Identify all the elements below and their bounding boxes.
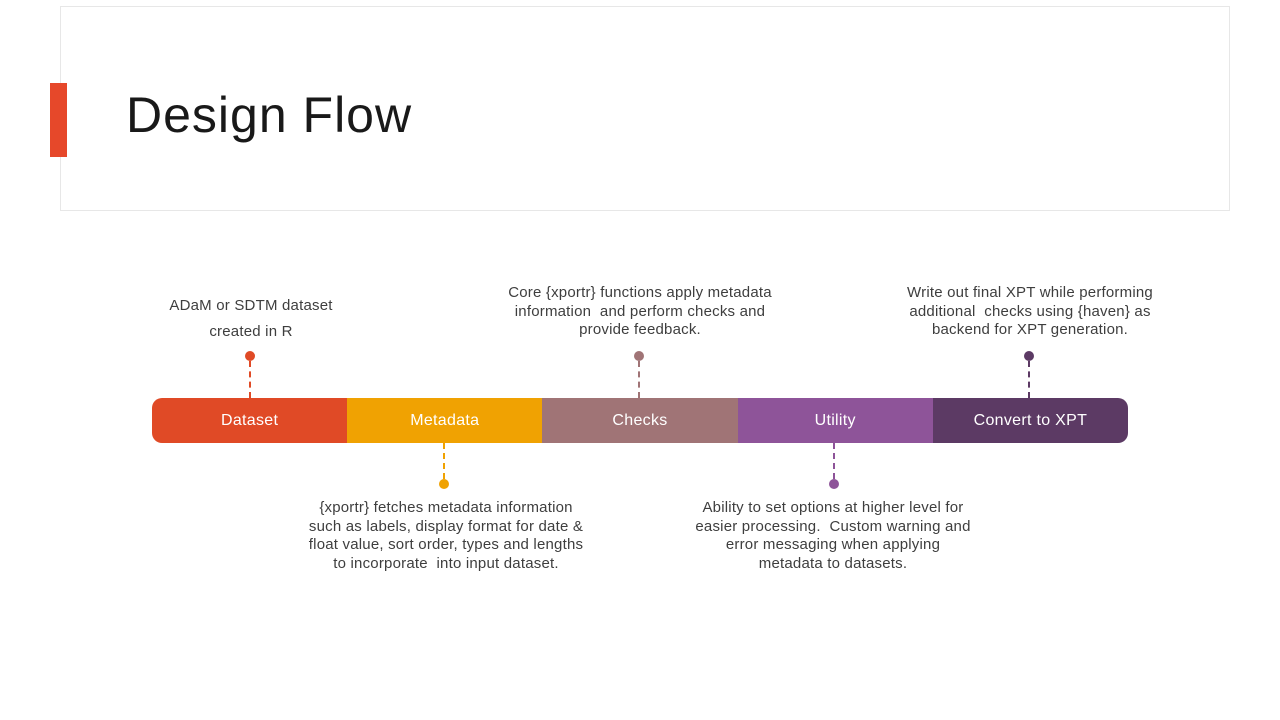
annotation-line: Write out final XPT while performing (907, 284, 1153, 301)
annotation-dataset: ADaM or SDTM dataset created in R (116, 293, 386, 345)
annotation-convert-to-xpt: Write out final XPT while performing add… (863, 284, 1197, 340)
annotation-line: such as labels, display format for date … (308, 517, 584, 535)
connector-dot-metadata (439, 479, 449, 489)
annotation-line: provide feedback. (579, 321, 701, 339)
annotation-checks: Core {xportr} functions apply metadata i… (468, 284, 812, 340)
annotation-utility: Ability to set options at higher level f… (663, 499, 1003, 573)
connector-line-convert-to-xpt (1028, 361, 1030, 398)
annotation-line: float value, sort order, types and lengt… (308, 536, 584, 554)
annotation-line: Ability to set options at higher level f… (702, 499, 964, 516)
flow-segment-label: Utility (814, 411, 856, 429)
annotation-line: created in R (209, 323, 293, 340)
title-box (60, 6, 1230, 211)
flow-segment-label: Checks (612, 411, 668, 429)
flow-segment-label: Convert to XPT (973, 411, 1088, 429)
connector-line-dataset (249, 361, 251, 398)
page-title: Design Flow (126, 87, 413, 143)
connector-line-checks (638, 361, 640, 398)
connector-line-metadata (443, 443, 445, 479)
connector-dot-dataset (245, 351, 255, 361)
annotation-line: Core {xportr} functions apply metadata (508, 284, 772, 301)
annotation-line: {xportr} fetches metadata information (319, 499, 573, 516)
flow-segment-utility: Utility (737, 398, 933, 443)
title-accent-bar (50, 83, 67, 157)
annotation-metadata: {xportr} fetches metadata information su… (279, 499, 613, 573)
flow-segment-label: Dataset (220, 411, 279, 429)
annotation-line: ADaM or SDTM dataset (169, 297, 333, 314)
connector-dot-convert-to-xpt (1024, 351, 1034, 361)
connector-dot-checks (634, 351, 644, 361)
annotation-line: additional checks using {haven} as (909, 302, 1151, 320)
annotation-line: error messaging when applying (725, 536, 941, 554)
process-flow-bar: Dataset Metadata Checks Utility Convert … (152, 398, 1128, 443)
connector-dot-utility (829, 479, 839, 489)
flow-segment-checks: Checks (542, 398, 738, 443)
annotation-line: information and perform checks and (514, 302, 766, 320)
flow-segment-label: Metadata (410, 411, 480, 429)
flow-segment-metadata: Metadata (347, 398, 543, 443)
annotation-line: easier processing. Custom warning and (695, 517, 971, 535)
annotation-line: to incorporate into input dataset. (333, 554, 559, 572)
flow-segment-convert-to-xpt: Convert to XPT (932, 398, 1128, 443)
connector-line-utility (833, 443, 835, 479)
flow-segment-dataset: Dataset (152, 398, 348, 443)
annotation-line: backend for XPT generation. (931, 321, 1129, 339)
annotation-line: metadata to datasets. (758, 554, 908, 572)
